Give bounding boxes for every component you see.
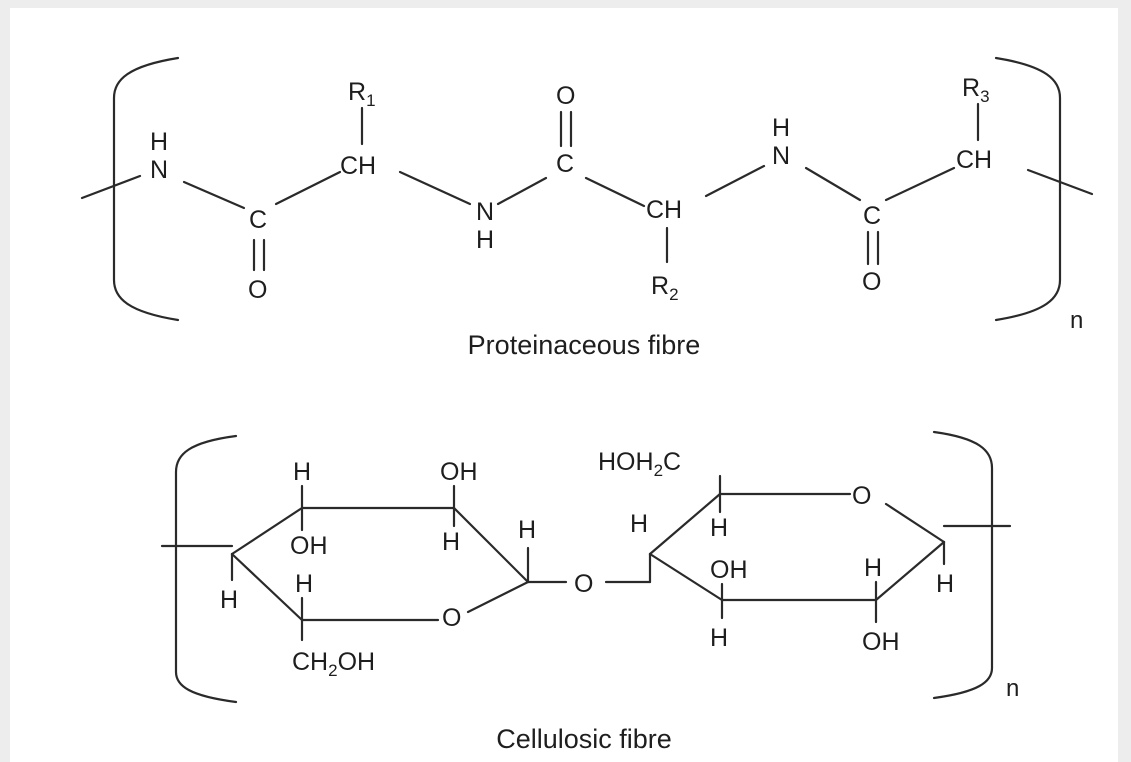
ring1-bond-d [466,580,530,614]
protein-right-bracket [994,56,1062,322]
bond-n-c [182,180,246,210]
atom-o-low2: O [862,268,881,296]
atom-h-left-of-ring2: H [630,510,648,538]
cellulose-left-bracket [174,434,238,704]
atom-oh-in-ring2: OH [710,556,748,584]
cellulose-right-bracket [932,430,994,700]
atom-c-low2: C [863,202,881,230]
atom-ch-top1: CH [340,152,376,180]
bond-c-ch [274,170,342,206]
bond-c-ch-low [584,176,646,208]
atom-o-top: O [556,82,575,110]
bond-ch-n [398,170,472,206]
cellulose-repeat-n: n [1006,675,1019,702]
atom-r3: R3 [962,74,990,106]
atom-n-right: N [772,142,790,170]
atom-h-in-lower: H [295,570,313,598]
bond-n-c-top [496,176,548,206]
atom-h-far-right: H [936,570,954,598]
atom-h-right: H [772,114,790,142]
cellulose-structure: H OH OH H H H H O CH2OH O HOH2C O H H OH… [160,430,1019,754]
atom-h-right-of-ring1: H [518,516,536,544]
ring1-bond-a [230,506,304,556]
atom-h-mid: H [476,226,494,254]
atom-o-ring1: O [442,604,461,632]
ring1-bond-f [230,552,304,622]
atom-h-far-left: H [220,586,238,614]
protein-structure: H N C O R1 CH N H O C CH R2 H N C O R3 C… [80,56,1094,360]
atom-n-left: N [150,156,168,184]
ring2-bond-g [648,552,724,602]
protein-caption: Proteinaceous fibre [468,330,701,360]
cellulose-caption: Cellulosic fibre [496,724,672,754]
atom-h-top-left: H [293,458,311,486]
atom-r1: R1 [348,78,376,110]
bond-n-c-low [804,166,862,202]
atom-ch-top2: CH [956,146,992,174]
atom-n-mid: N [476,198,494,226]
figure-sheet: H N C O R1 CH N H O C CH R2 H N C O R3 C… [10,8,1118,762]
bond-c-ch-top [884,166,956,202]
atom-h-left: H [150,128,168,156]
ring2-bond-e [874,540,946,602]
chemical-structures: H N C O R1 CH N H O C CH R2 H N C O R3 C… [80,56,1094,754]
atom-o-low1: O [248,276,267,304]
atom-c-top: C [556,150,574,178]
atom-h-bottom-ring2: H [710,624,728,652]
bond-ch-n-right [704,164,766,198]
atom-h-in-ring2-right: H [864,554,882,582]
atom-ch-low: CH [646,196,682,224]
atom-ch2oh: CH2OH [292,648,375,680]
ring2-bond-b [648,492,722,556]
protein-repeat-n: n [1070,307,1083,334]
ring1-bond-c [452,506,530,584]
protein-left-bracket [112,56,180,322]
atom-r2: R2 [651,272,679,304]
atom-oh-top-mid: OH [440,458,478,486]
atom-h-in-ring2-top: H [710,514,728,542]
atom-o-ring2: O [852,482,871,510]
ring2-bond-d [884,502,946,544]
atom-c-low1: C [249,206,267,234]
atom-hoh2c: HOH2C [598,448,681,480]
bond-chain-out [1026,168,1094,196]
atom-h-in-mid: H [442,528,460,556]
atom-oh-in-left: OH [290,532,328,560]
bond-chain-in [80,174,142,200]
atom-o-bridge: O [574,570,593,598]
atom-oh-bottom-ring2: OH [862,628,900,656]
